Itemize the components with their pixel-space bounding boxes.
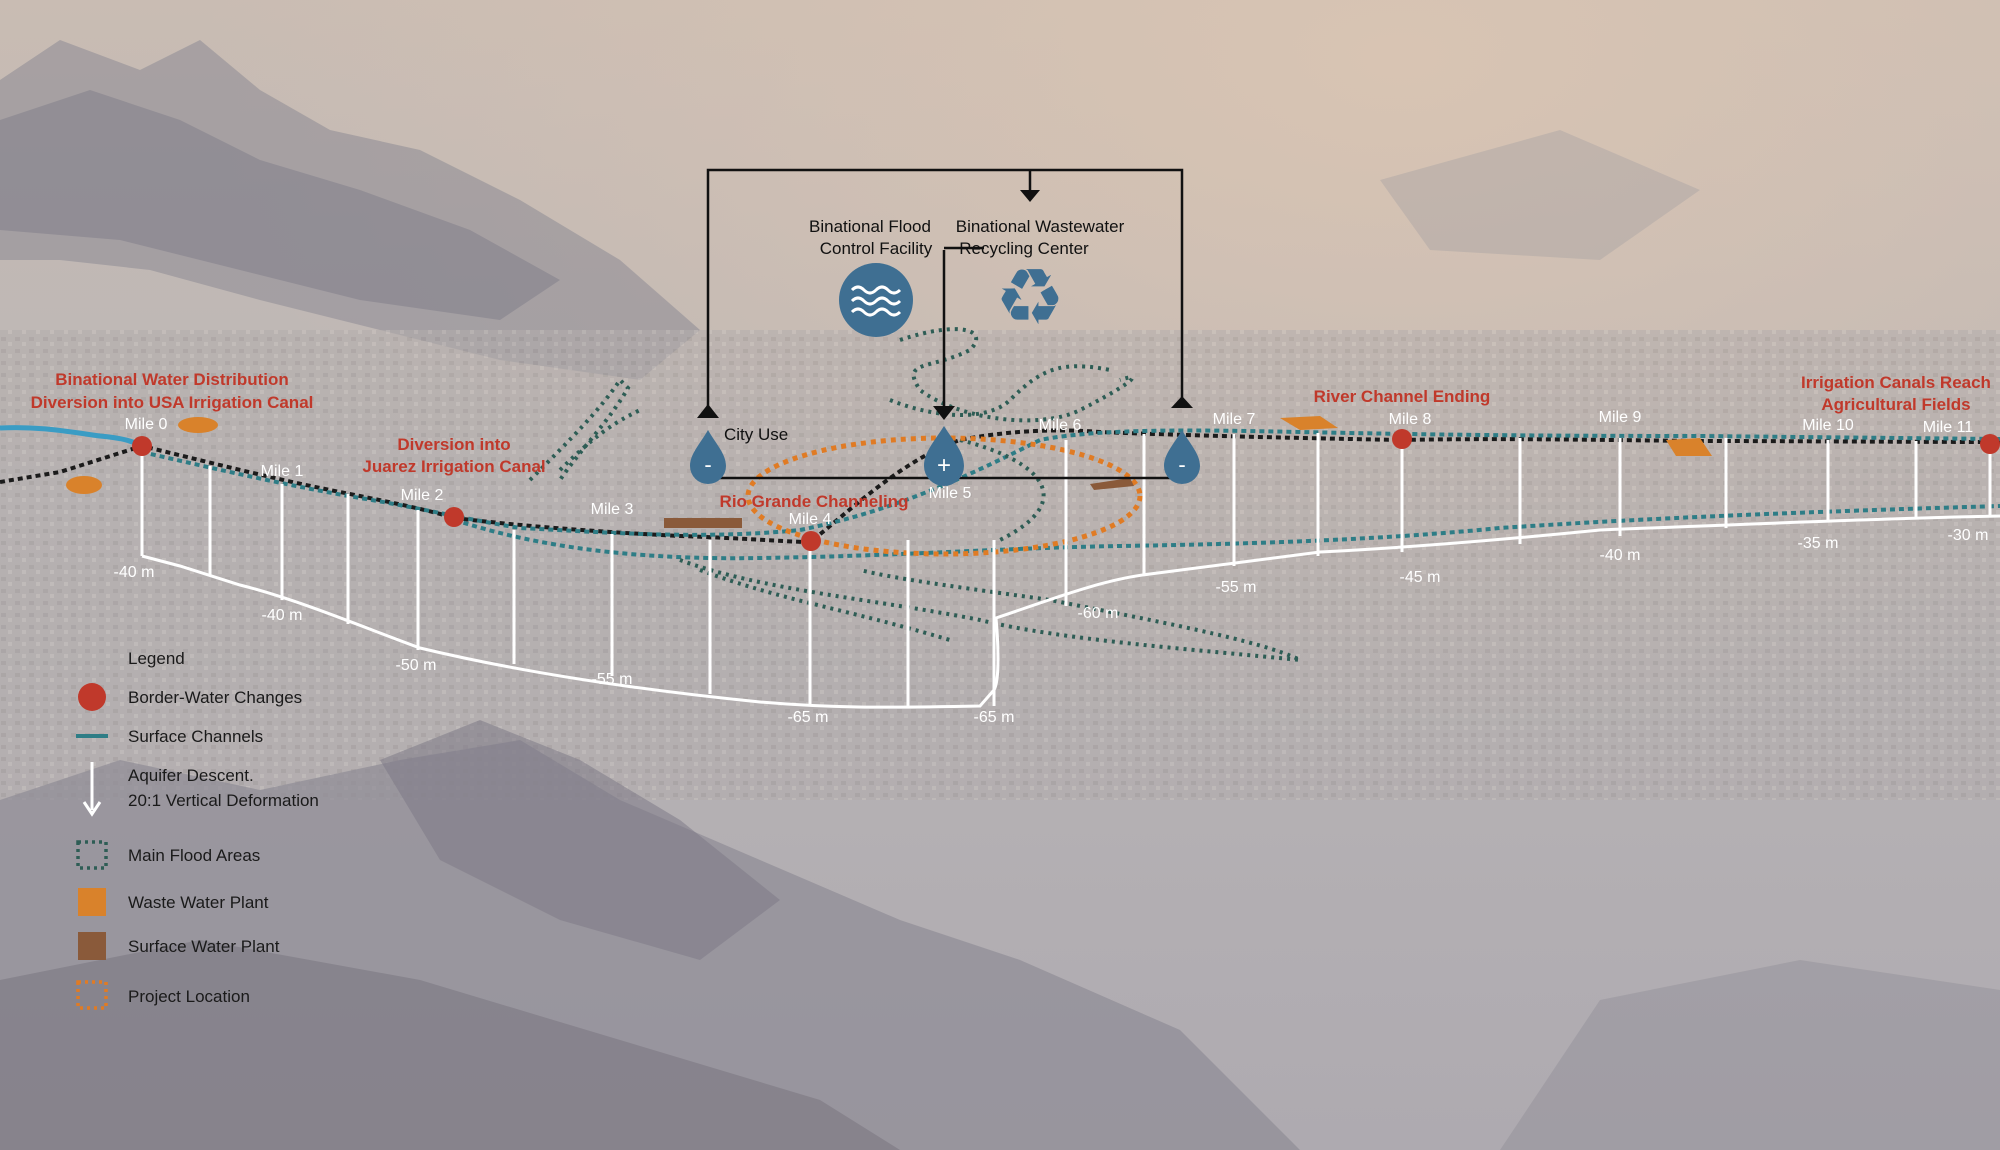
recycle-icon: ♻ (995, 253, 1065, 341)
droplet-wastewater: - (1164, 430, 1200, 484)
mile-label: Mile 0 (125, 416, 168, 433)
depth-label: -60 m (1078, 605, 1119, 622)
legend-item-waste-water: Waste Water Plant (128, 893, 269, 912)
mile-label: Mile 2 (401, 487, 444, 504)
legend-item-flood: Main Flood Areas (128, 846, 260, 865)
depth-label: -45 m (1400, 569, 1441, 586)
main-flood-areas (528, 327, 1301, 662)
mile-label: Mile 7 (1213, 411, 1256, 428)
aquifer-profile (140, 433, 2000, 709)
surface-channel-usa (0, 425, 144, 449)
legend: Legend Border-Water Changes Surface Chan… (76, 649, 319, 1010)
legend-item-surface-water: Surface Water Plant (128, 937, 280, 956)
mile-label: Mile 8 (1389, 411, 1432, 428)
waste-water-plants (66, 416, 1712, 494)
mile-label: Mile 4 (789, 511, 832, 528)
legend-green-dotted-square-icon (76, 840, 108, 870)
mile-label: Mile 6 (1039, 417, 1082, 434)
mile-label: Mile 9 (1599, 409, 1642, 426)
depth-labels: -40 m -40 m -50 m -55 m -65 m -65 m -60 … (114, 527, 1989, 726)
wastewater-facility-label-1: Binational Wastewater (956, 217, 1125, 236)
legend-red-dot-icon (78, 683, 106, 711)
surface-water-plants (664, 478, 1134, 528)
depth-label: -55 m (1216, 579, 1257, 596)
down-arrowhead-icon (1020, 190, 1040, 202)
surface-channel-lower (454, 504, 2000, 561)
mile-labels: Mile 0 Mile 1 Mile 2 Mile 3 Mile 4 Mile … (125, 409, 1974, 528)
mile-label: Mile 10 (1802, 417, 1854, 434)
legend-brown-square-icon (78, 932, 106, 960)
annotation-diversion-usa-2: Diversion into USA Irrigation Canal (31, 393, 314, 412)
legend-white-arrow-icon (82, 762, 102, 817)
legend-title: Legend (128, 649, 185, 668)
river-line (0, 428, 2000, 545)
droplet-city-use: - (690, 430, 726, 484)
aquifer-bottom-line (141, 514, 2000, 709)
legend-orange-square-icon (78, 888, 106, 916)
mile-label: Mile 3 (591, 501, 634, 518)
depth-label: -35 m (1798, 535, 1839, 552)
legend-orange-dotted-square-icon (76, 980, 108, 1010)
city-use-label: City Use (724, 425, 788, 444)
mile-label: Mile 1 (261, 463, 304, 480)
legend-item-aquifer-2: 20:1 Vertical Deformation (128, 791, 319, 810)
flood-facility-label-1: Binational Flood (809, 217, 931, 236)
depth-label: -55 m (592, 671, 633, 688)
waves-icon (839, 263, 913, 337)
wastewater-facility-label-2: Recycling Center (959, 239, 1089, 258)
svg-text:-: - (1178, 452, 1185, 477)
annotation-diversion-juarez-1: Diversion into (397, 435, 510, 454)
annotation-irrigation-reach-1: Irrigation Canals Reach (1801, 373, 1991, 392)
svg-text:-: - (704, 452, 711, 477)
depth-label: -40 m (262, 607, 303, 624)
svg-text:+: + (937, 452, 951, 479)
annotation-diversion-juarez-2: Juarez Irrigation Canal (362, 457, 545, 476)
depth-label: -40 m (1600, 547, 1641, 564)
depth-label: -30 m (1948, 527, 1989, 544)
border-water-markers (132, 429, 2000, 551)
annotation-diversion-usa-1: Binational Water Distribution (55, 370, 289, 389)
annotation-rio-grande: Rio Grande Channeling (720, 492, 909, 511)
depth-label: -65 m (974, 709, 1015, 726)
legend-item-aquifer: Aquifer Descent. (128, 766, 254, 785)
up-arrowhead-left-icon (697, 404, 719, 418)
depth-label: -65 m (788, 709, 829, 726)
legend-item-surface-channels: Surface Channels (128, 727, 263, 746)
mile-label: Mile 11 (1923, 419, 1973, 436)
up-arrowhead-right-icon (1171, 396, 1193, 408)
depth-label: -50 m (396, 657, 437, 674)
annotation-river-end: River Channel Ending (1314, 387, 1491, 406)
flood-facility-label-2: Control Facility (820, 239, 933, 258)
annotation-irrigation-reach-2: Agricultural Fields (1821, 395, 1970, 414)
down-arrowhead-center-icon (933, 406, 955, 420)
legend-item-border-water: Border-Water Changes (128, 688, 302, 707)
droplet-flood-plus: + (924, 426, 964, 486)
depth-label: -40 m (114, 564, 155, 581)
legend-item-project: Project Location (128, 987, 250, 1006)
mile-label: Mile 5 (929, 485, 972, 502)
